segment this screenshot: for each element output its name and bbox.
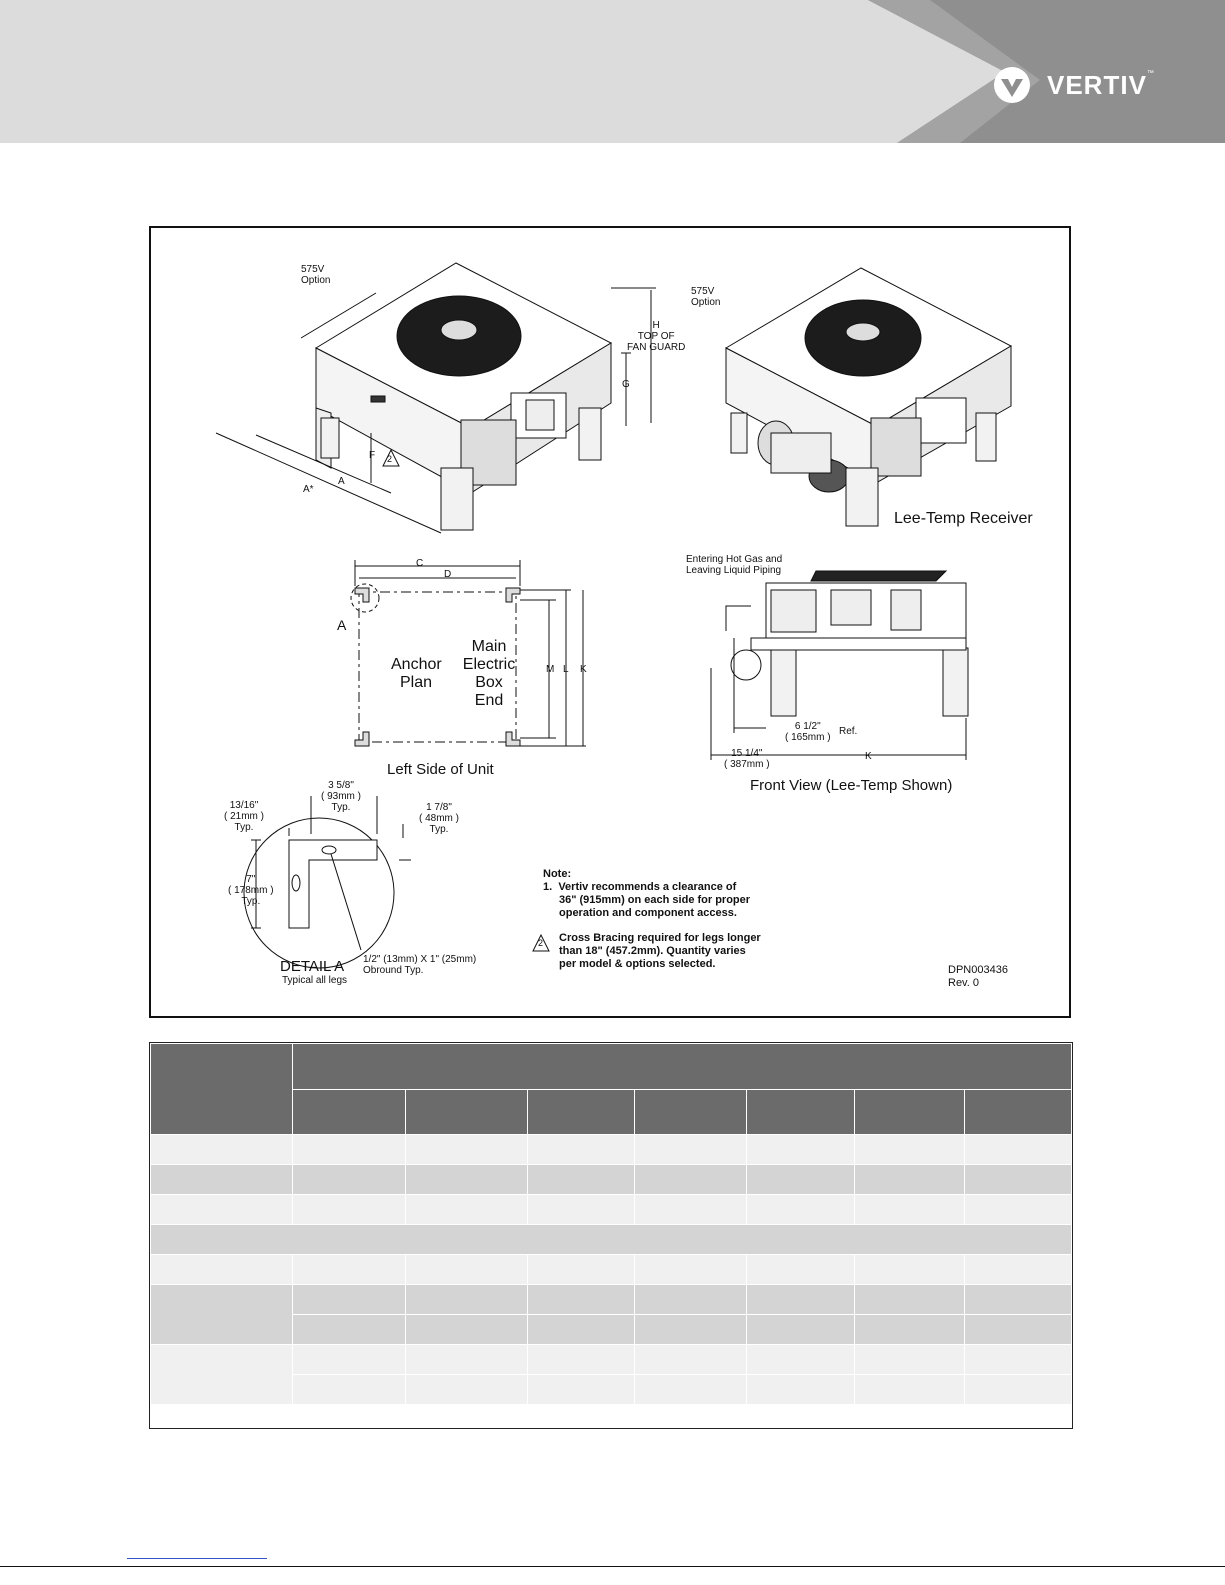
bracing-triangle-2	[532, 933, 550, 952]
table-col-header	[526, 1088, 636, 1135]
table-col-header	[404, 1088, 528, 1135]
front-view	[710, 570, 969, 760]
table-col-header	[854, 1088, 966, 1135]
detail-title: DETAIL A	[280, 958, 345, 975]
detail-ref-a: A	[337, 617, 347, 633]
table-row	[150, 1344, 1072, 1405]
detail-a	[243, 796, 411, 969]
front-view-caption: Front View (Lee-Temp Shown)	[750, 777, 953, 794]
dim-h-label: H TOP OF FAN GUARD	[627, 320, 686, 353]
bracing-mark-2: 2	[538, 938, 544, 948]
header-graphic	[868, 0, 1225, 143]
table-col-header	[634, 1088, 748, 1135]
dim-c-label: C	[416, 558, 424, 569]
detail-slot-label: 1/2" (13mm) X 1" (25mm) Obround Typ.	[363, 954, 477, 976]
table-row	[151, 1314, 1072, 1345]
footer-rule	[0, 1566, 1225, 1567]
table-row	[150, 1134, 1072, 1165]
dim-a-label: A	[338, 476, 345, 487]
table-col-header	[746, 1088, 856, 1135]
detail-dim-48mm: 1 7/8" ( 48mm ) Typ.	[419, 802, 459, 835]
iso-right-unit	[724, 267, 1013, 527]
table-header-model	[150, 1043, 293, 1135]
bracing-mark-1: 2	[387, 454, 393, 464]
lee-temp-caption: Lee-Temp Receiver	[894, 510, 1033, 527]
table-row	[151, 1374, 1072, 1405]
dim-k-label: K	[580, 664, 587, 675]
table-col-header	[291, 1088, 406, 1135]
table-section-row	[150, 1224, 1072, 1255]
drawing-linework	[215, 262, 1013, 969]
dim-l-label: L	[563, 664, 569, 675]
dimension-drawing: 575V Option 575V Option H TOP OF FAN GUA…	[149, 226, 1071, 1018]
drawing-notes: Note: 1. Vertiv recommends a clearance o…	[543, 868, 761, 970]
anchor-plan	[350, 560, 586, 747]
dim-m-label: M	[546, 664, 555, 675]
left-side-caption: Left Side of Unit	[387, 761, 494, 778]
notes-heading: Note:	[543, 868, 572, 880]
detail-subtitle: Typical all legs	[282, 975, 348, 986]
anchor-plan-label: Anchor Plan	[391, 656, 442, 691]
option-label-left: 575V Option	[301, 264, 331, 286]
spec-table-grid	[150, 1043, 1073, 1405]
table-col-header	[964, 1088, 1072, 1135]
brand-name: VERTIV™	[1047, 70, 1155, 100]
option-label-right: 575V Option	[691, 286, 721, 308]
dim-g-label: G	[622, 379, 630, 390]
table-row	[150, 1254, 1072, 1285]
dim-d-label: D	[444, 569, 452, 580]
bracing-triangle-1	[382, 448, 400, 467]
page-header: VERTIV™	[0, 0, 1225, 143]
dim-a-star-label: A*	[303, 484, 314, 495]
dim-ref-label: Ref.	[839, 726, 858, 737]
detail-dim-178mm: 7" ( 178mm ) Typ.	[228, 874, 274, 907]
dim-387-label: 15 1/4" ( 387mm )	[724, 748, 770, 770]
footer-link[interactable]	[127, 1558, 267, 1559]
piping-label: Entering Hot Gas and Leaving Liquid Pipi…	[686, 554, 783, 576]
note-1: 1. Vertiv recommends a clearance of	[543, 881, 737, 893]
detail-dim-93mm: 3 5/8" ( 93mm ) Typ.	[321, 780, 361, 813]
doc-number: DPN003436	[948, 964, 1008, 976]
front-dim-k-label: K	[865, 751, 872, 762]
main-box-label: Main Electric Box End	[462, 638, 516, 709]
detail-dim-21mm: 13/16" ( 21mm ) Typ.	[224, 800, 264, 833]
dim-165-label: 6 1/2" ( 165mm )	[785, 721, 831, 743]
table-row	[150, 1284, 1072, 1345]
table-header-group	[291, 1043, 1073, 1090]
vertiv-logo-icon	[994, 67, 1030, 103]
table-row	[150, 1164, 1072, 1195]
iso-left-unit	[215, 262, 656, 534]
table-row	[150, 1194, 1072, 1225]
spec-table	[149, 1042, 1073, 1429]
revision: Rev. 0	[948, 977, 979, 989]
dim-f-label: F	[369, 450, 376, 461]
